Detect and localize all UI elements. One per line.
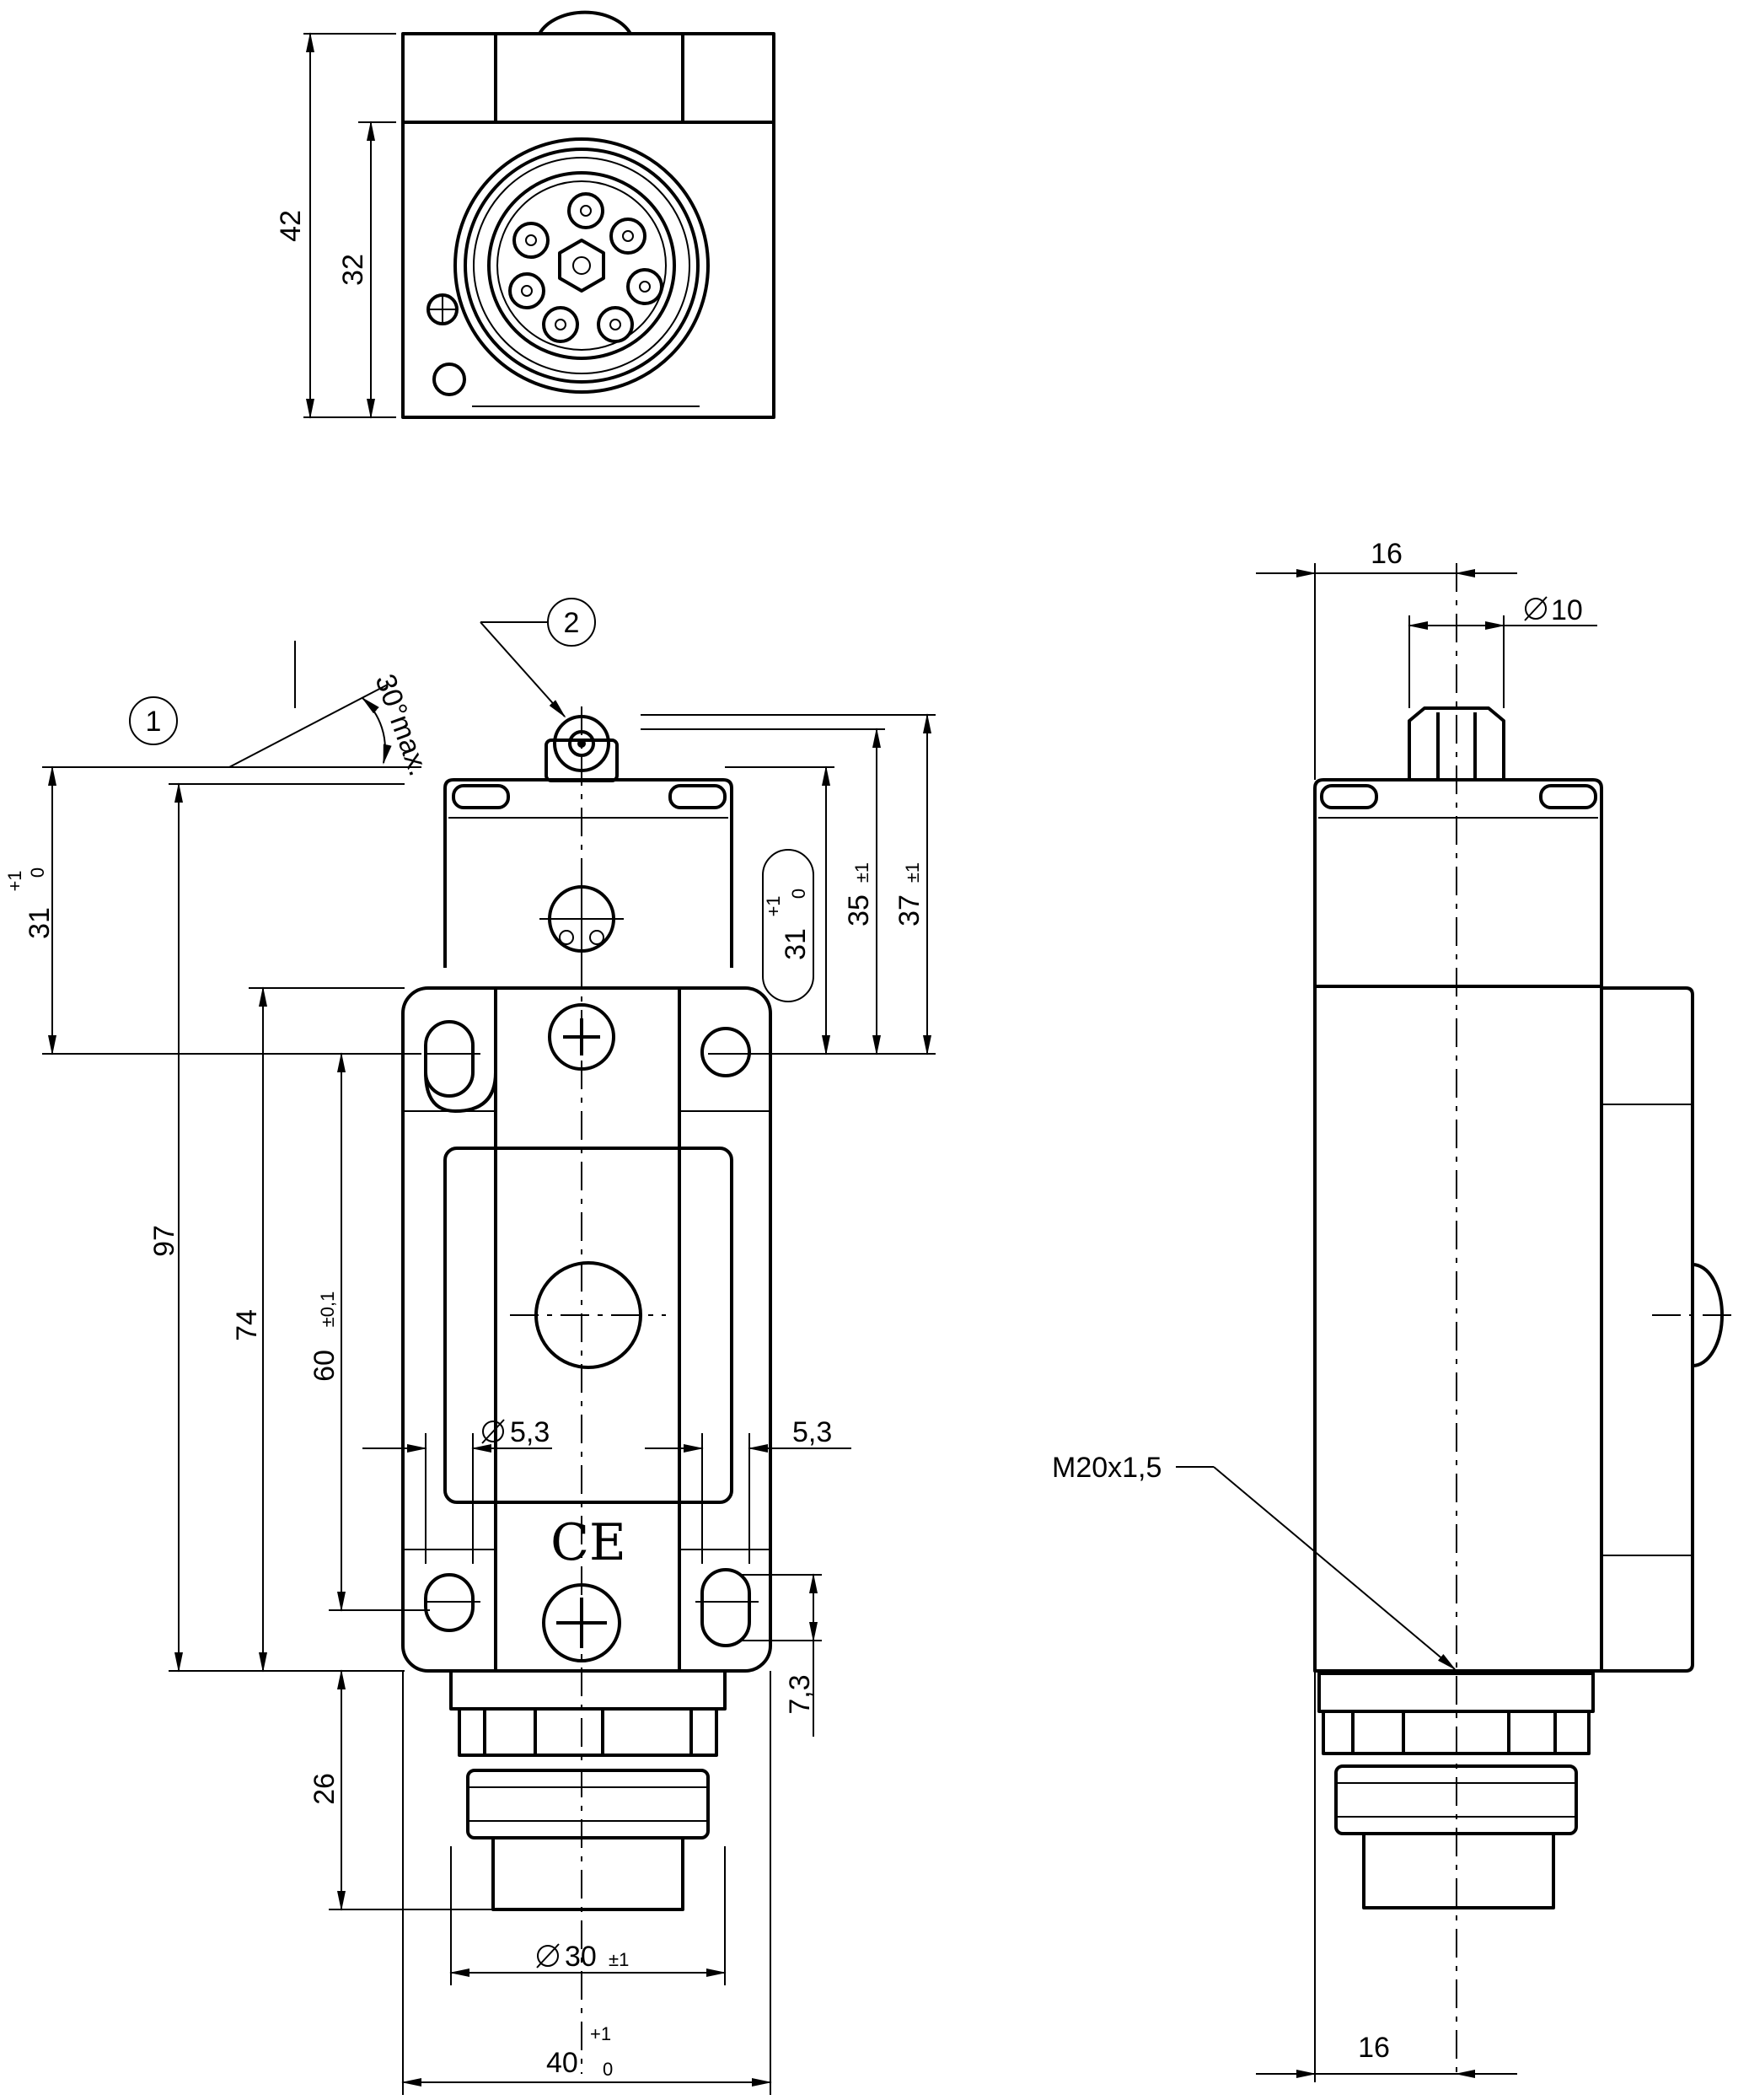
dim-width-40-upper: +1 (590, 2023, 611, 2044)
dim-37-tol: ±1 (902, 862, 923, 883)
dim-width-40-lower: 0 (603, 2059, 613, 2080)
dim-diameter-30-tol: ±1 (609, 1949, 629, 1970)
dim-26-label: 26 (308, 1773, 341, 1805)
dim-side-16-top: 16 (1256, 538, 1517, 577)
dim-side-diameter-10-label: 10 (1551, 594, 1583, 626)
dim-37: 37 ±1 (872, 713, 931, 1055)
dim-31-left-label: 31 (24, 907, 56, 939)
dim-60-label: 60 (308, 1350, 341, 1382)
dim-side-diameter-10: 10 (1408, 594, 1597, 630)
top-view: 42 32 (275, 10, 775, 419)
angle-label: 30°max. (368, 670, 434, 781)
dim-97: 97 (148, 782, 183, 1673)
dim-37-label: 37 (893, 894, 925, 926)
dim-26: 26 (308, 1669, 346, 1911)
dim-hole-diameter: 5,3 (362, 1416, 552, 1564)
dim-32: 32 (337, 121, 396, 419)
dim-hole-width-label: 5,3 (792, 1416, 832, 1448)
thread-callout: M20x1,5 (1052, 1452, 1457, 1671)
dim-60: 60 ±0,1 (308, 1052, 346, 1612)
connector-pins (508, 192, 663, 343)
dim-42-label: 42 (275, 210, 307, 242)
dim-31-left-lower: 0 (27, 867, 48, 878)
dim-31-boxed: 31 +1 0 (762, 849, 814, 1002)
dim-31-boxed-lower: 0 (788, 889, 809, 899)
callout-2: 2 (480, 598, 596, 718)
dim-35: 35 ±1 (822, 765, 875, 1055)
callout-1-label: 1 (146, 706, 162, 738)
dim-31-boxed-label: 31 (780, 928, 812, 960)
dim-width-40-label: 40 (546, 2047, 578, 2079)
dim-31-left: 31 +1 0 (4, 765, 56, 1055)
ce-mark-icon: CE (550, 1513, 626, 1572)
dim-side-16-bottom: 16 (1256, 2032, 1517, 2078)
callout-2-label: 2 (564, 607, 580, 639)
dim-diameter-30: 30 ±1 (449, 1941, 727, 1977)
dim-31-boxed-upper: +1 (763, 895, 784, 916)
callout-1: 1 30°max. (129, 641, 435, 781)
dim-74-label: 74 (231, 1309, 263, 1341)
dim-side-16-bottom-label: 16 (1358, 2032, 1390, 2064)
dim-74: 74 (231, 986, 267, 1673)
dim-diameter-30-label: 30 (565, 1941, 597, 1973)
dim-side-16-top-label: 16 (1371, 538, 1403, 570)
dim-32-label: 32 (337, 254, 369, 286)
dim-width-40: 40 +1 0 (401, 2023, 772, 2087)
front-view: CE 1 30°max. 2 (4, 598, 936, 2095)
dim-31-left-upper: +1 (4, 870, 25, 891)
thread-callout-label: M20x1,5 (1052, 1452, 1162, 1484)
dim-35-label: 35 (843, 894, 875, 926)
dim-60-tol: ±0,1 (317, 1292, 338, 1328)
dim-35-tol: ±1 (851, 862, 872, 883)
dim-hole-width: 5,3 (645, 1416, 851, 1564)
dim-hole-diameter-label: 5,3 (510, 1416, 550, 1448)
dim-97-label: 97 (148, 1225, 180, 1257)
dim-7-3: 7,3 (742, 1573, 822, 1737)
dim-7-3-label: 7,3 (784, 1674, 816, 1714)
side-view: 16 10 16 M20x1,5 (1052, 538, 1732, 2082)
dim-42: 42 (275, 32, 396, 419)
